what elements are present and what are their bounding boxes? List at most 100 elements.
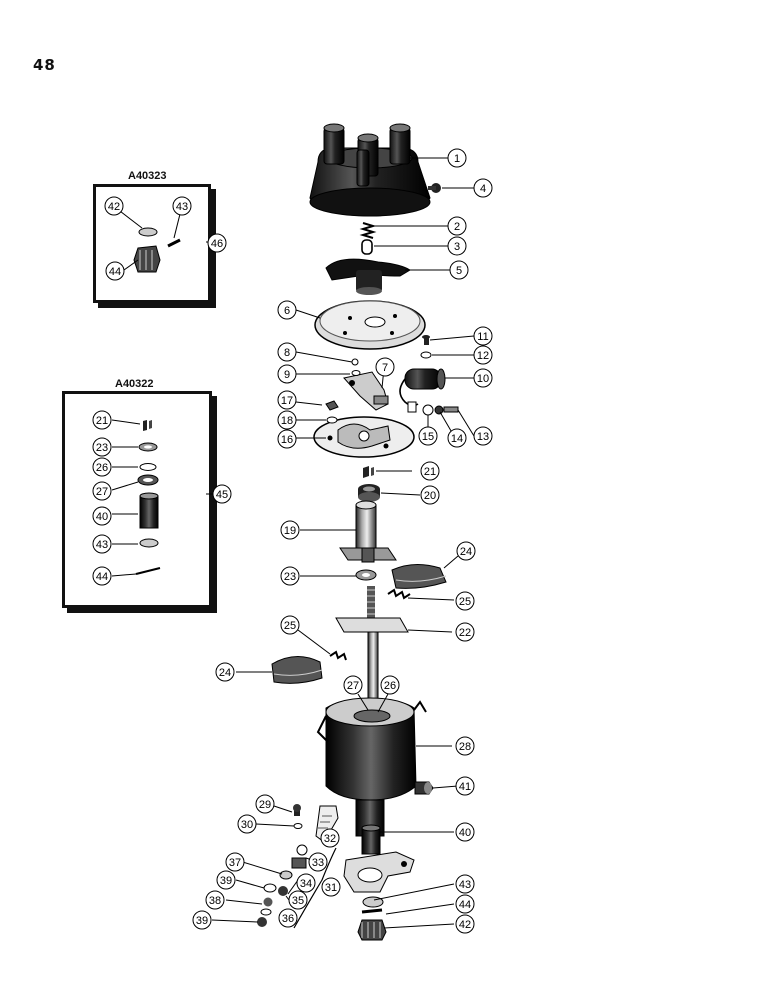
callout-2 bbox=[447, 216, 467, 236]
washer-23 bbox=[355, 569, 377, 581]
callout-5 bbox=[449, 260, 469, 280]
washer-43-pin-44-gear-42 bbox=[357, 896, 387, 941]
callout-label: 4 bbox=[480, 183, 486, 195]
rotor-5 bbox=[325, 258, 411, 295]
callout-label: 44 bbox=[96, 571, 108, 583]
oiler-41 bbox=[414, 781, 434, 795]
weight-24-right bbox=[391, 564, 447, 589]
callout-label: 24 bbox=[460, 546, 472, 558]
callout-label: 1 bbox=[454, 153, 460, 165]
callout-label: 32 bbox=[324, 833, 336, 845]
kit2-callout-44 bbox=[92, 566, 112, 586]
callout-label: 17 bbox=[281, 395, 293, 407]
shaft-22 bbox=[335, 586, 409, 725]
leader-lines bbox=[111, 157, 475, 929]
callout-label: 10 bbox=[477, 373, 489, 385]
callout-label: 40 bbox=[459, 827, 471, 839]
callout-40 bbox=[455, 822, 475, 842]
callout-label: 42 bbox=[459, 919, 471, 931]
callout-label: 38 bbox=[209, 895, 221, 907]
callout-label: 26 bbox=[384, 680, 396, 692]
carbon-brush-3 bbox=[361, 239, 373, 255]
callout-37 bbox=[225, 852, 245, 872]
callout-24-right bbox=[456, 541, 476, 561]
callout-3 bbox=[447, 236, 467, 256]
kit2-callout-21 bbox=[92, 410, 112, 430]
callout-34 bbox=[296, 873, 316, 893]
callout-label: 43 bbox=[96, 539, 108, 551]
callout-36 bbox=[278, 908, 298, 928]
condenser-10 bbox=[399, 368, 446, 407]
callout-label: 21 bbox=[424, 466, 436, 478]
kit-callout-45 bbox=[212, 484, 232, 504]
clip-17 bbox=[325, 400, 339, 411]
washer-18 bbox=[326, 416, 338, 424]
callout-circles: 1 4 2 3 5 6 8 9 7 11 12 10 17 1 bbox=[92, 148, 493, 934]
housing-28 bbox=[316, 697, 427, 837]
callout-label: 40 bbox=[96, 511, 108, 523]
kit1-callout-42 bbox=[104, 196, 124, 216]
callout-label: 37 bbox=[229, 857, 241, 869]
callout-7 bbox=[375, 357, 395, 377]
kit1-callout-44 bbox=[105, 261, 125, 281]
callout-25-left bbox=[280, 615, 300, 635]
callout-11 bbox=[473, 326, 493, 346]
callout-33 bbox=[308, 852, 328, 872]
callout-6 bbox=[277, 300, 297, 320]
callout-label: 43 bbox=[176, 201, 188, 213]
callout-label: 39 bbox=[196, 915, 208, 927]
kit2-contents bbox=[135, 420, 161, 575]
kit-box-a40322 bbox=[62, 391, 212, 608]
callout-41 bbox=[455, 776, 475, 796]
pin-21 bbox=[363, 466, 374, 478]
callout-8 bbox=[277, 342, 297, 362]
callout-31 bbox=[321, 877, 341, 897]
callout-label: 20 bbox=[424, 490, 436, 502]
callout-35 bbox=[288, 890, 308, 910]
distributor-cap bbox=[309, 123, 431, 217]
callout-22 bbox=[455, 622, 475, 642]
callout-label: 15 bbox=[422, 431, 434, 443]
spring-25-right bbox=[387, 588, 411, 600]
callout-18 bbox=[277, 410, 297, 430]
callout-label: 39 bbox=[220, 875, 232, 887]
kit2-callout-26 bbox=[92, 457, 112, 477]
callout-26 bbox=[380, 675, 400, 695]
bushing-20 bbox=[358, 484, 380, 502]
screw-8-washer-9 bbox=[351, 358, 361, 376]
callout-label: 42 bbox=[108, 201, 120, 213]
callout-label: 24 bbox=[219, 667, 231, 679]
callout-20 bbox=[420, 485, 440, 505]
callout-39-lower bbox=[192, 910, 212, 930]
kit-callout-46 bbox=[207, 233, 227, 253]
callout-label: 21 bbox=[96, 415, 108, 427]
spring-25-left bbox=[329, 650, 347, 661]
cam-19 bbox=[339, 500, 397, 563]
spring-2 bbox=[359, 222, 377, 239]
callout-label: 8 bbox=[284, 347, 290, 359]
callout-1 bbox=[447, 148, 467, 168]
callout-23 bbox=[280, 566, 300, 586]
callout-label: 29 bbox=[259, 799, 271, 811]
callout-label: 12 bbox=[477, 350, 489, 362]
weight-24-left bbox=[271, 656, 323, 684]
callout-label: 5 bbox=[456, 265, 462, 277]
callout-39-upper bbox=[216, 870, 236, 890]
callout-12 bbox=[473, 345, 493, 365]
callout-label: 16 bbox=[281, 434, 293, 446]
callout-label: 27 bbox=[96, 486, 108, 498]
callout-4 bbox=[473, 178, 493, 198]
callout-label: 18 bbox=[281, 415, 293, 427]
callout-29 bbox=[255, 794, 275, 814]
callout-16 bbox=[277, 429, 297, 449]
callout-label: 9 bbox=[284, 369, 290, 381]
page-number: 48 bbox=[33, 56, 56, 74]
callout-14 bbox=[447, 428, 467, 448]
callout-10 bbox=[473, 368, 493, 388]
callout-38 bbox=[205, 890, 225, 910]
callout-25-right bbox=[455, 591, 475, 611]
callout-label: 19 bbox=[284, 525, 296, 537]
callout-43 bbox=[455, 874, 475, 894]
